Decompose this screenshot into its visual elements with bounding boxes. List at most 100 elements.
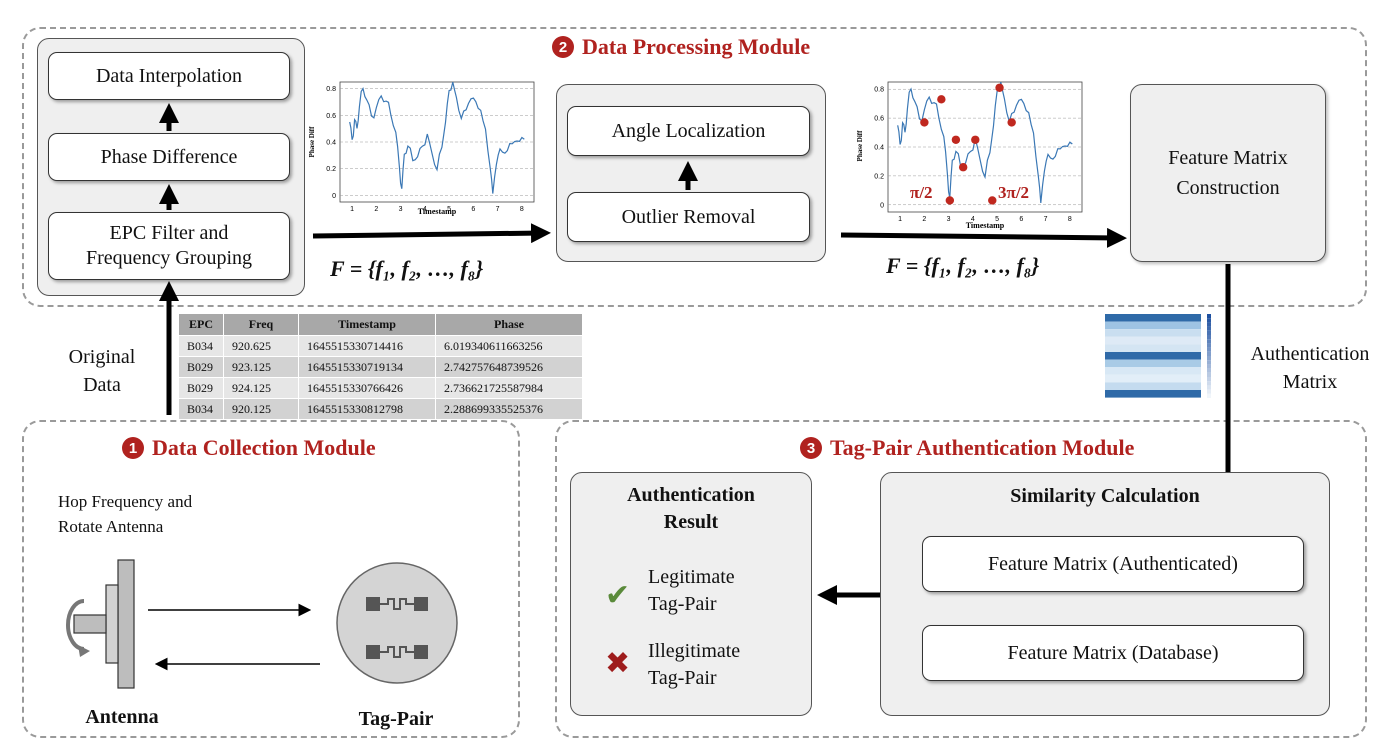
- heatmap-cell: [1153, 374, 1165, 383]
- heatmap-cell: [1177, 367, 1189, 375]
- phase-difference-box: Phase Difference: [48, 133, 290, 181]
- table-cell: B034: [178, 398, 224, 420]
- heatmap-cell: [1141, 359, 1153, 368]
- heatmap-colorbar-segment: [1207, 364, 1211, 369]
- auth-number-badge: 3: [800, 437, 822, 459]
- antenna-illustration: [66, 559, 135, 689]
- table-cell: 924.125: [223, 377, 299, 399]
- heatmap-cell: [1117, 374, 1129, 383]
- heatmap-cell: [1141, 329, 1153, 337]
- heatmap-cell: [1189, 390, 1201, 398]
- x-tick-label: 7: [496, 206, 500, 213]
- heatmap-cell: [1153, 390, 1165, 398]
- heatmap-cell: [1165, 336, 1177, 345]
- feature-matrix-construction-label: Feature Matrix Construction: [1168, 147, 1288, 199]
- heatmap-cell: [1141, 321, 1153, 330]
- heatmap-cell: [1105, 374, 1117, 383]
- x-tick-label: 7: [1044, 216, 1048, 223]
- angle-point-marker: [988, 196, 997, 205]
- heatmap-colorbar-segment: [1207, 385, 1211, 390]
- heatmap-colorbar-segment: [1207, 314, 1211, 319]
- angle-point-marker: [920, 118, 929, 127]
- angle-point-marker: [951, 135, 961, 144]
- heatmap-cell: [1177, 374, 1189, 383]
- data-interpolation-box: Data Interpolation: [48, 52, 290, 100]
- phase-difference-label: Phase Difference: [100, 145, 238, 168]
- heatmap-colorbar-segment: [1207, 347, 1211, 352]
- arrow-to-feature-construction: [840, 227, 1127, 248]
- heatmap-cell: [1153, 359, 1165, 368]
- heatmap-cell: [1177, 390, 1189, 398]
- data-collection-module: [22, 420, 520, 738]
- y-axis-label: Phase Diff: [308, 126, 316, 158]
- auth-module-title: 3 Tag-Pair Authentication Module: [800, 435, 1134, 461]
- feature-matrix-database-box: Feature Matrix (Database): [922, 625, 1304, 681]
- heatmap-cell: [1177, 329, 1189, 337]
- heatmap-cell: [1105, 382, 1117, 390]
- heatmap-cell: [1129, 336, 1141, 345]
- feature-set-formula-2: F = {f₁, f₂, …, f₈}: [886, 253, 1040, 278]
- heatmap-cell: [1189, 329, 1201, 337]
- heatmap-colorbar-segment: [1207, 322, 1211, 327]
- heatmap-cell: [1153, 321, 1165, 330]
- table-cell: 1645515330714416: [298, 335, 436, 357]
- auth-title-text: Tag-Pair Authentication Module: [830, 435, 1135, 460]
- heatmap-cell: [1117, 352, 1129, 360]
- x-tick-label: 8: [520, 206, 524, 213]
- heatmap-cell: [1129, 321, 1141, 330]
- heatmap-cell: [1177, 336, 1189, 345]
- heatmap-cell: [1129, 359, 1141, 368]
- feature-matrix-construction-box: Feature Matrix Construction: [1130, 84, 1326, 262]
- heatmap-cell: [1189, 382, 1201, 390]
- heatmap-cell: [1129, 367, 1141, 375]
- tag-pair-label: Tag-Pair: [358, 708, 434, 730]
- phase-series-line: [897, 81, 1073, 203]
- heatmap-cell: [1117, 359, 1129, 368]
- x-tick-label: 6: [1019, 216, 1023, 223]
- heatmap-cell: [1141, 390, 1153, 398]
- x-tick-label: 5: [995, 216, 999, 223]
- processing-title-text: Data Processing Module: [582, 34, 811, 59]
- x-tick-label: 6: [471, 206, 475, 213]
- heatmap-cell: [1141, 374, 1153, 383]
- angle-localization-box: Angle Localization: [567, 106, 810, 156]
- legitimate-label: Legitimate Tag-Pair: [648, 566, 735, 615]
- heatmap-cell: [1117, 314, 1129, 322]
- heatmap-cell: [1177, 352, 1189, 360]
- y-axis-label: Phase Diff: [856, 130, 864, 162]
- heatmap-cell: [1165, 352, 1177, 360]
- heatmap-colorbar-segment: [1207, 343, 1211, 348]
- heatmap-cell: [1189, 344, 1201, 352]
- angle-localization-label: Angle Localization: [611, 119, 766, 142]
- epc-filter-box: EPC Filter and Frequency Grouping: [48, 212, 290, 280]
- heatmap-colorbar-segment: [1207, 356, 1211, 361]
- heatmap-colorbar-segment: [1207, 393, 1211, 398]
- heatmap-cell: [1141, 367, 1153, 375]
- heatmap-colorbar-segment: [1207, 381, 1211, 386]
- feature-matrix-database-label: Feature Matrix (Database): [1007, 641, 1219, 664]
- heatmap-cell: [1165, 314, 1177, 322]
- table-cell: 920.625: [223, 335, 299, 357]
- angle-point-marker: [945, 196, 955, 205]
- x-tick-label: 2: [922, 216, 926, 223]
- table-cell: B029: [178, 356, 224, 378]
- authentication-matrix-heatmap: [1105, 314, 1211, 398]
- antenna-label: Antenna: [85, 706, 159, 728]
- collection-module-title: 1 Data Collection Module: [122, 435, 376, 461]
- heatmap-cell: [1165, 329, 1177, 337]
- heatmap-cell: [1177, 382, 1189, 390]
- hop-rotate-label: Hop Frequency and Rotate Antenna: [58, 492, 193, 536]
- processing-number-badge: 2: [552, 36, 574, 58]
- data-processing-module: [22, 27, 1367, 307]
- heatmap-cell: [1165, 321, 1177, 330]
- heatmap-cell: [1129, 352, 1141, 360]
- heatmap-cell: [1105, 336, 1117, 345]
- heatmap-cell: [1117, 329, 1129, 337]
- heatmap-cell: [1105, 367, 1117, 375]
- heatmap-cell: [1189, 352, 1201, 360]
- table-cell: 923.125: [223, 356, 299, 378]
- angle-point-marker: [958, 163, 968, 172]
